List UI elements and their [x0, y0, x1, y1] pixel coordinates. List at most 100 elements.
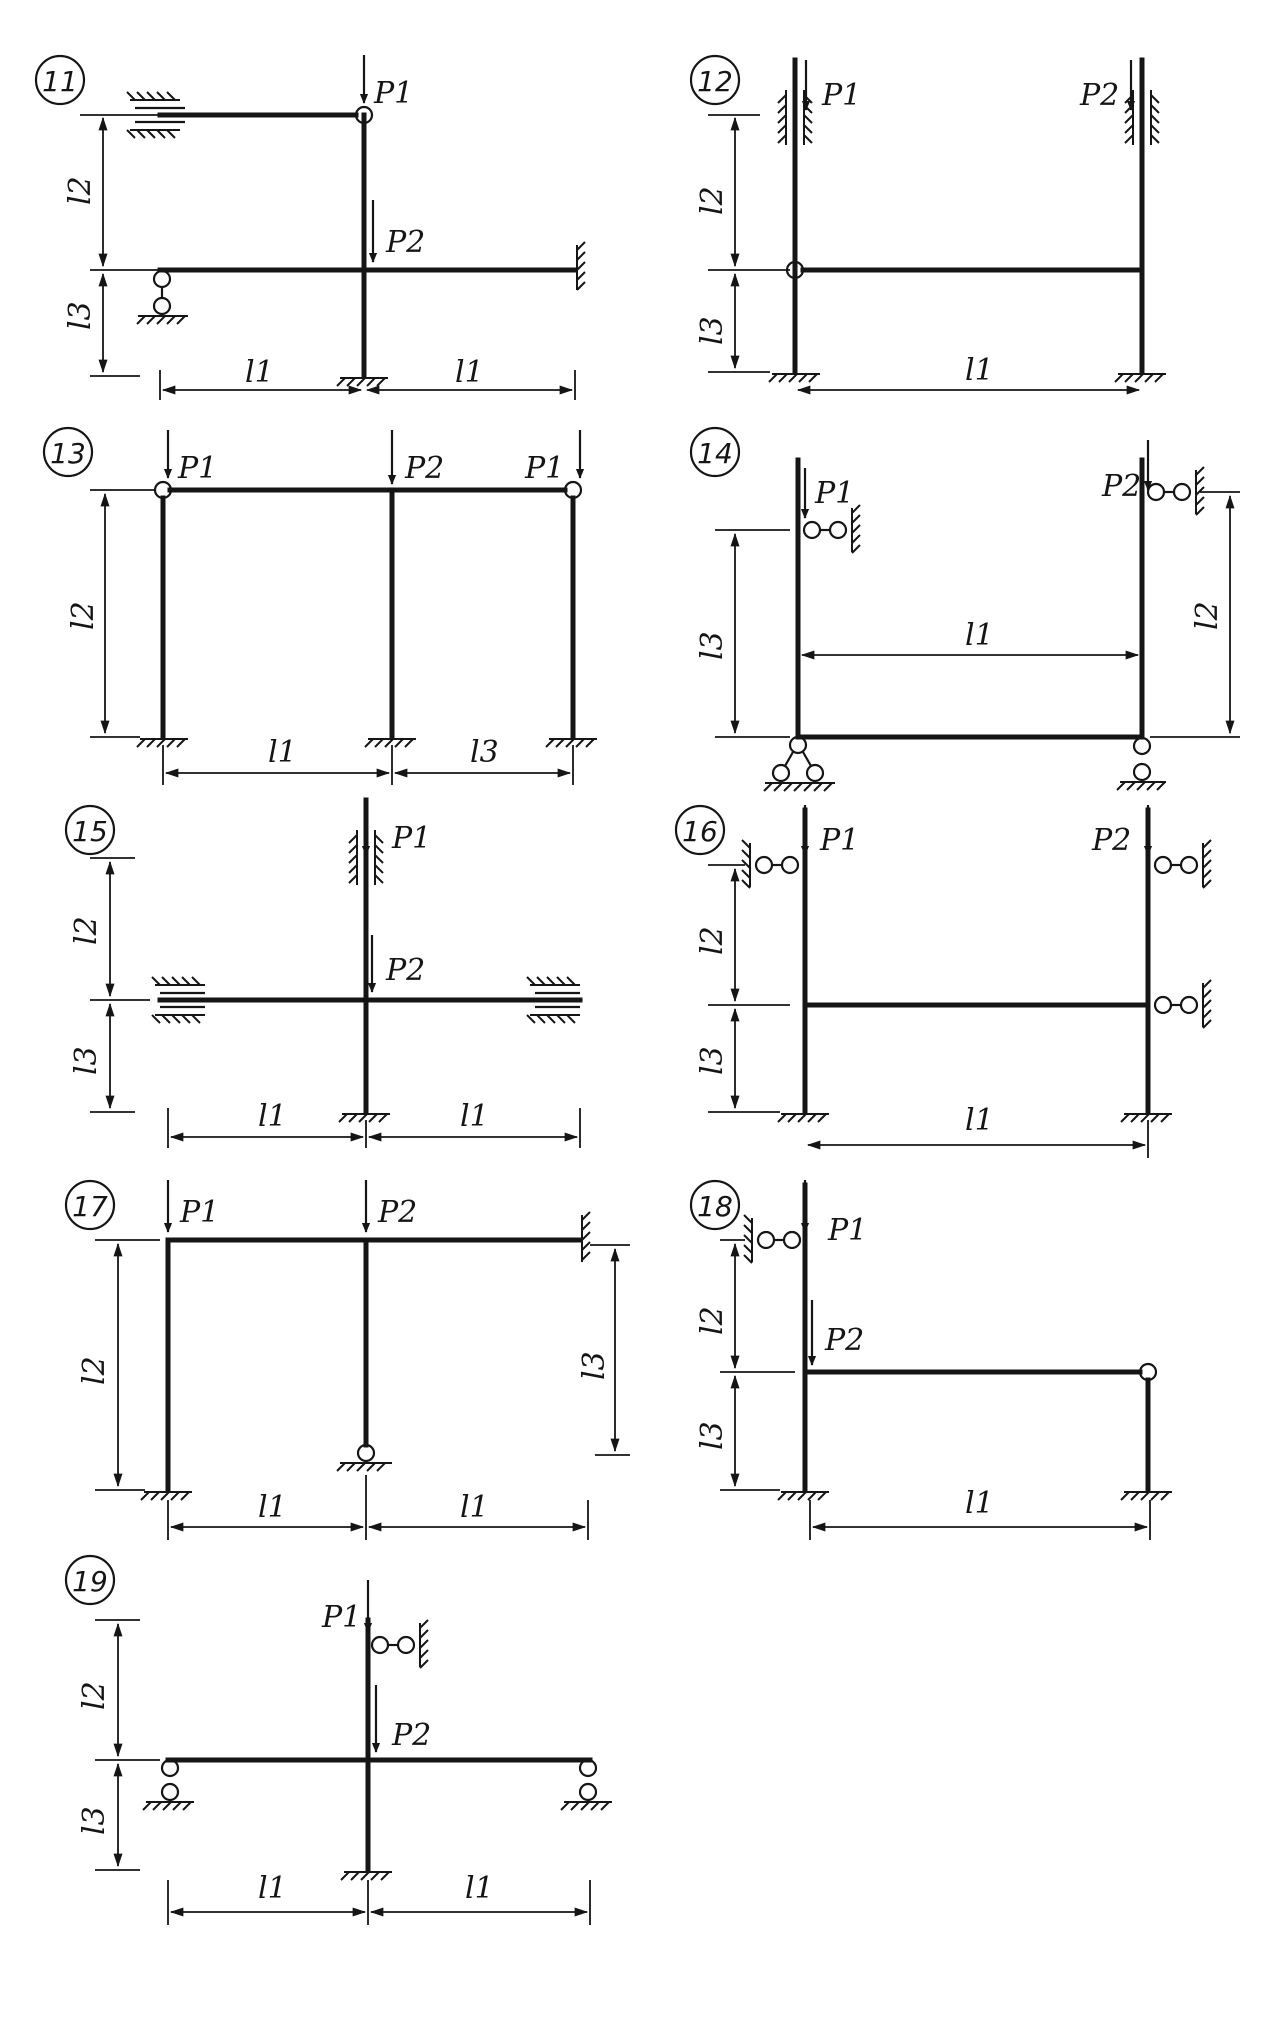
dimension-label-l2: l2	[69, 916, 104, 945]
load-label-p2: P2	[824, 1323, 864, 1358]
slider-support-icon	[151, 976, 205, 1024]
fixed-support-icon	[338, 1113, 390, 1123]
load-label-p1: P1	[827, 1213, 867, 1248]
dimension-label-l3: l3	[695, 316, 730, 345]
wall-clamp-icon	[581, 1211, 591, 1262]
fixed-support-icon	[545, 738, 597, 748]
roller-support-icon	[560, 1758, 612, 1811]
guide-support-icon	[348, 830, 384, 885]
load-label-p1: P1	[373, 76, 413, 111]
fixed-support-icon	[768, 373, 820, 383]
scheme-number: 18	[697, 1190, 733, 1223]
fixed-support-icon	[336, 377, 388, 387]
dimension-label-l1: l1	[258, 1099, 287, 1134]
load-label-p2: P2	[385, 225, 425, 260]
scheme-number-badge: 19	[64, 1554, 116, 1606]
wall-clamp-icon	[576, 241, 586, 291]
scheme-number-badge: 18	[689, 1179, 741, 1231]
dimension-label-l2: l2	[695, 926, 730, 955]
hinge-icon	[563, 480, 583, 500]
scheme-number-badge: 16	[674, 804, 726, 856]
fixed-support-icon	[1114, 373, 1166, 383]
dimension-label-l3: l3	[63, 301, 98, 330]
scheme-13: 13 P1 P2 P1	[42, 426, 597, 785]
load-label-p2: P2	[404, 451, 444, 486]
load-label-p1: P1	[321, 1600, 361, 1635]
dimension-label-l3: l3	[77, 1806, 112, 1835]
frame-members	[157, 797, 583, 1115]
link-support-icon	[802, 504, 861, 554]
dimension-label-l1: l1	[258, 1490, 287, 1525]
load-label-p2: P2	[1101, 469, 1141, 504]
load-label-p2: P2	[385, 953, 425, 988]
link-support-icon	[1153, 839, 1212, 889]
link-support-icon	[741, 839, 800, 889]
dimension-label-l1: l1	[460, 1099, 489, 1134]
link-support-icon	[1153, 979, 1212, 1029]
scheme-number-badge: 13	[42, 426, 94, 478]
dimension-label-l3: l3	[577, 1351, 612, 1380]
fixed-support-icon	[1120, 1491, 1172, 1501]
dimension-label-l1: l1	[965, 618, 994, 653]
load-label-p1: P1	[819, 823, 859, 858]
load-label-p1: P1	[821, 78, 861, 113]
frame-members	[795, 457, 1145, 740]
dimension-label-l1: l1	[258, 1871, 287, 1906]
scheme-number: 12	[697, 65, 733, 98]
frame-members	[157, 112, 578, 379]
scheme-number: 17	[72, 1190, 108, 1223]
dimension-label-l3: l3	[695, 1421, 730, 1450]
dimension-label-l2: l2	[1190, 601, 1225, 630]
scheme-number: 16	[682, 815, 718, 848]
scheme-12: 12 P1 P2	[689, 54, 1166, 395]
fixed-support-icon	[777, 1113, 829, 1123]
dimension-label-l2: l2	[77, 1681, 112, 1710]
load-label-p2: P2	[1091, 823, 1131, 858]
scheme-number-badge: 17	[64, 1179, 116, 1231]
dimension-label-l3: l3	[69, 1046, 104, 1075]
load-label-p1: P1	[391, 821, 431, 856]
frame-members	[792, 57, 1145, 375]
roller-support-icon	[142, 1758, 194, 1811]
fixed-support-icon	[364, 738, 416, 748]
scheme-number: 11	[42, 65, 78, 98]
dimension-label-l1: l1	[965, 353, 994, 388]
frame-members	[160, 487, 576, 740]
dimension-label-l1: l1	[460, 1490, 489, 1525]
fixed-support-icon	[340, 1871, 392, 1881]
frame-members	[802, 807, 1151, 1115]
fixed-support-icon	[1120, 1113, 1172, 1123]
load-label-p1: P1	[177, 451, 217, 486]
dimension-label-l1: l1	[268, 735, 297, 770]
load-label-p1: P1	[524, 451, 564, 486]
pinned-support-icon	[763, 735, 835, 792]
load-label-p2: P2	[377, 1195, 417, 1230]
dimension-lines	[708, 864, 1149, 1158]
dimension-label-l1: l1	[465, 1871, 494, 1906]
load-label-p1: P1	[814, 476, 854, 511]
scheme-15: 15	[64, 797, 583, 1148]
pinned-support-icon	[336, 1443, 392, 1472]
fixed-support-icon	[777, 1491, 829, 1501]
roller-support-icon	[136, 269, 188, 325]
link-support-icon	[1146, 466, 1205, 516]
dimension-label-l1: l1	[455, 355, 484, 390]
dimension-label-l3: l3	[695, 1046, 730, 1075]
dimension-lines	[708, 114, 1141, 395]
link-support-icon	[370, 1619, 429, 1669]
scheme-18: 18 P1 P2	[689, 1179, 1172, 1540]
dimension-label-l3: l3	[695, 631, 730, 660]
dimension-label-l2: l2	[63, 176, 98, 205]
scheme-19: 19 P1 P2	[64, 1554, 612, 1925]
scheme-17: 17 P1 P2	[64, 1179, 630, 1540]
hinge-icon	[354, 105, 374, 125]
load-label-p1: P1	[179, 1195, 219, 1230]
dimension-label-l2: l2	[77, 1356, 112, 1385]
scheme-number-badge: 14	[689, 426, 741, 478]
dimension-label-l1: l1	[965, 1486, 994, 1521]
scheme-number-badge: 15	[64, 804, 116, 856]
dimension-lines	[95, 1619, 591, 1925]
scheme-number-badge: 11	[34, 54, 86, 106]
load-label-p2: P2	[391, 1718, 431, 1753]
